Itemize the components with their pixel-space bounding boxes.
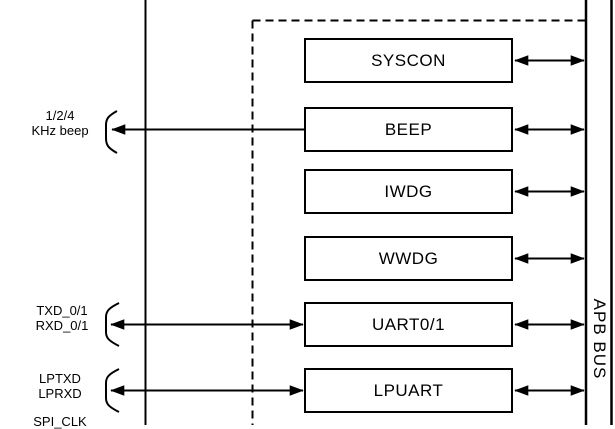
block-lpuart: LPUART	[304, 368, 513, 413]
brace-beep-pins	[105, 110, 118, 154]
block-beep: BEEP	[304, 107, 513, 152]
block-iwdg: IWDG	[304, 169, 513, 214]
block-syscon: SYSCON	[304, 38, 513, 83]
pin-label-beep-line1: 1/2/4	[45, 108, 75, 123]
pin-label-lpuart-line1: LPTXD	[39, 371, 81, 386]
pin-label-lpuart: LPTXD LPRXD	[18, 371, 102, 401]
brace-uart-pins	[105, 302, 120, 347]
block-uart01: UART0/1	[304, 302, 513, 347]
brace-lpuart-pins	[105, 368, 120, 413]
pin-label-spi-clk-partial: SPI_CLK	[18, 414, 102, 429]
pin-label-uart: TXD_0/1 RXD_0/1	[20, 303, 104, 333]
pin-label-uart-line1: TXD_0/1	[36, 303, 88, 318]
pin-label-lpuart-line2: LPRXD	[38, 386, 82, 401]
pin-label-uart-line2: RXD_0/1	[35, 318, 89, 333]
apb-bus-label: APB BUS	[590, 298, 609, 380]
pin-label-spi-line1: SPI_CLK	[33, 414, 87, 429]
block-wwdg: WWDG	[304, 236, 513, 281]
pin-label-beep-line2: KHz beep	[31, 123, 89, 138]
pin-label-beep: 1/2/4 KHz beep	[18, 108, 102, 138]
